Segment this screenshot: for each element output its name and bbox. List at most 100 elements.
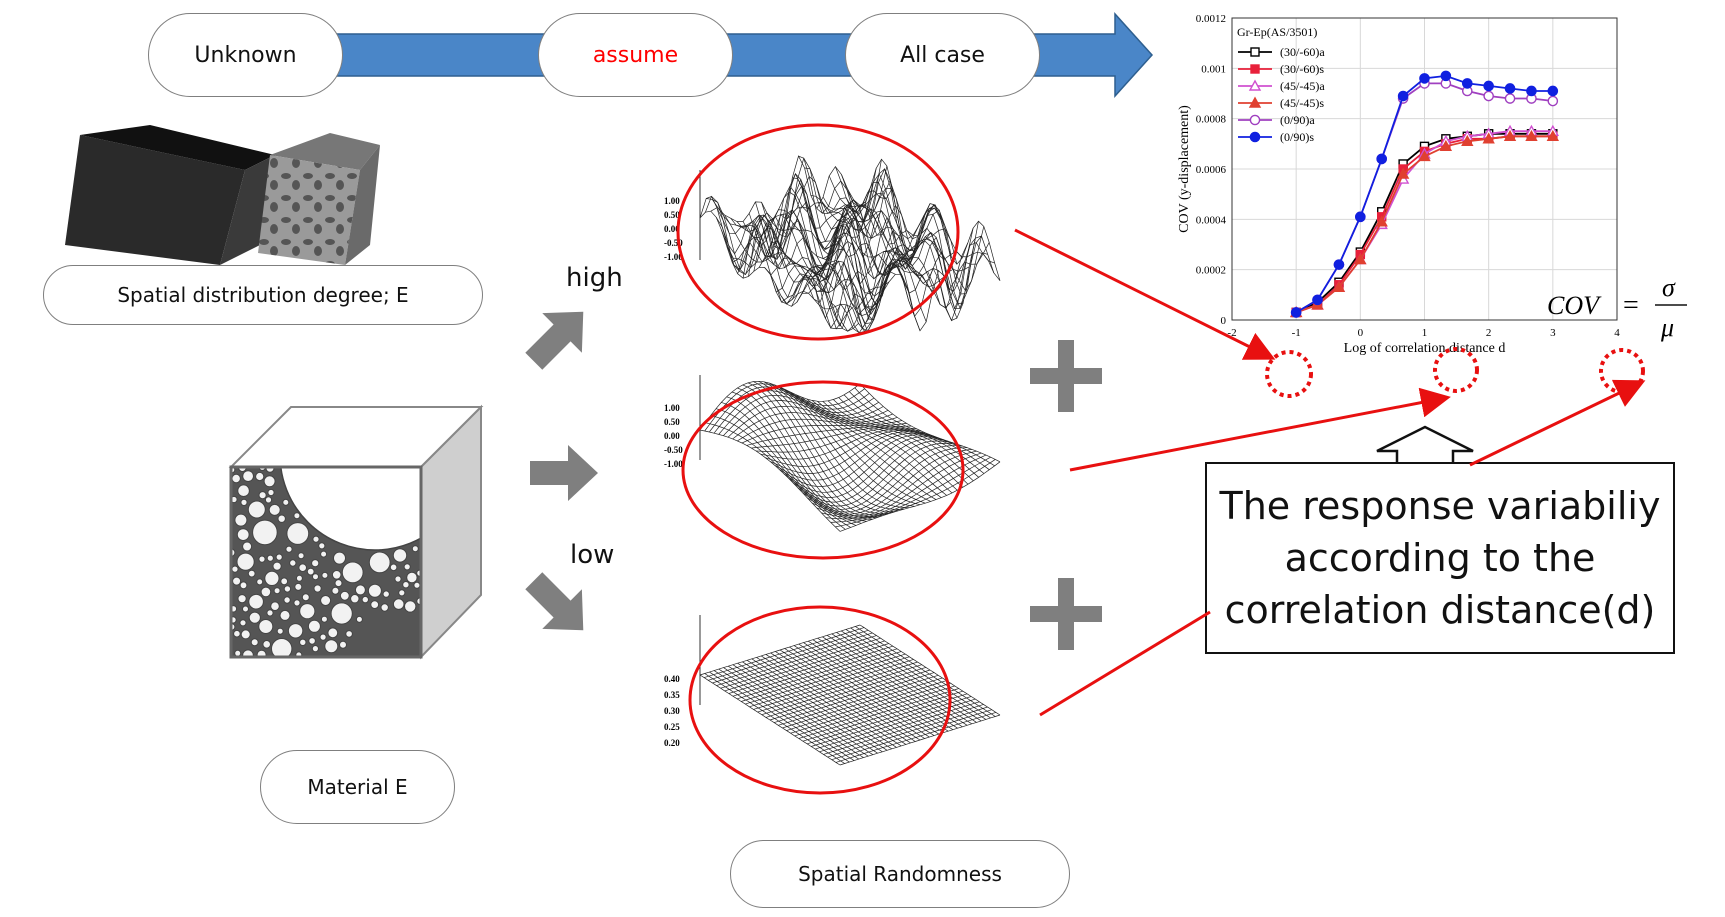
inclusion-circle [355,615,363,623]
svg-text:0.00: 0.00 [664,431,680,441]
inclusion-circle [413,581,421,589]
spatial-distribution-label: Spatial distribution degree; E [117,283,409,307]
inclusion-circle [247,569,256,578]
legend-entry: (30/-60)s [1280,62,1324,76]
inclusion-circle [232,576,242,586]
formula-numerator: σ [1662,273,1676,302]
inclusion-circle [320,595,332,606]
inclusion-circle [306,567,315,576]
data-point [1397,90,1409,102]
inclusion-circle [264,570,280,586]
svg-text:0.50: 0.50 [664,417,680,427]
data-point [1332,280,1346,292]
data-point [1418,149,1431,162]
y-tick-label: 0 [1221,315,1227,327]
inclusion-circle [334,579,343,588]
arrow-down-right-icon [525,572,584,631]
inclusion-circle [242,470,255,482]
x-tick-label: 4 [1614,327,1620,339]
inclusion-circle [270,601,280,611]
inclusion-circle [301,593,310,602]
ellipse-low [688,605,952,795]
large-void [280,467,421,551]
data-point [1396,167,1410,179]
surface-medium-ticks: 1.00 0.50 0.00 -0.50 -1.00 [664,403,683,469]
y-tick-label: 0.0006 [1196,164,1227,176]
x-axis-label: Log of correlation distance d [1344,341,1506,356]
inclusion-circle [394,575,402,583]
inclusion-circle [313,584,322,593]
inclusion-circle [380,603,389,612]
inclusion-circle [287,623,304,639]
spatial-distribution-pill: Spatial distribution degree; E [43,265,483,325]
inclusion-circle [345,630,353,638]
plus-icon-2 [1030,578,1102,650]
inclusion-circle [354,584,366,596]
data-point [1482,132,1495,144]
data-point [1504,83,1516,94]
data-point [1250,47,1260,57]
assume-pill: assume [538,13,733,97]
inclusion-circle [367,583,382,598]
surface-medium: 1.00 0.50 0.00 -0.50 -1.00 [664,375,1001,560]
inclusion-circle [256,578,264,586]
response-callout: The response variabiliy according to the… [1205,462,1675,654]
svg-text:-0.50: -0.50 [664,445,683,455]
inclusion-circle [320,615,328,623]
svg-text:0.50: 0.50 [664,210,680,220]
ellipse-high [676,123,960,341]
inclusion-circle [271,638,293,657]
inclusion-circle [298,563,307,572]
allcase-pill: All case [845,13,1040,97]
spatial-randomness-label: Spatial Randomness [798,862,1002,886]
inclusion-circle [272,561,282,571]
y-tick-label: 0.0004 [1196,214,1227,226]
y-tick-label: 0.0012 [1196,13,1226,25]
inclusion-circle [275,553,283,561]
inclusion-circle [239,619,247,627]
x-tick-label: -1 [1292,327,1301,339]
inclusion-circle [330,602,353,625]
x-tick-label: 2 [1486,327,1492,339]
inclusion-circle [341,561,364,584]
data-point [1483,90,1494,102]
inclusion-circle [279,609,291,621]
data-point [1376,153,1388,165]
inclusion-circle [237,594,247,604]
inclusion-circle [402,581,410,589]
material-pill: Material E [260,750,455,824]
svg-text:0.20: 0.20 [664,738,680,748]
data-point [1440,70,1452,82]
inclusion-circle [398,589,406,597]
arrow-up-right-icon [525,311,584,370]
svg-text:1.00: 1.00 [664,196,680,206]
legend-entry: (45/-45)s [1280,96,1324,110]
formula-denominator: μ [1660,313,1674,342]
inclusion-circle [411,545,419,553]
inclusion-circle [262,640,272,649]
inclusion-circle [404,600,417,613]
svg-text:0.40: 0.40 [664,674,680,684]
inclusion-circle [264,496,273,504]
data-point [1483,80,1494,92]
data-point [1312,294,1323,306]
data-point [1333,259,1345,270]
y-tick-label: 0.0002 [1196,265,1226,277]
x-tick-label: 3 [1550,327,1556,339]
data-point [1249,131,1261,143]
inclusion-circle [370,600,380,610]
inclusion-circle [333,551,346,565]
inclusion-circle [286,522,310,545]
allcase-label: All case [900,42,985,68]
inclusion-circle [311,645,320,653]
inclusion-circle [308,637,316,645]
low-label: low [570,540,615,570]
inclusion-circle [293,512,301,520]
inclusion-circle [307,619,321,633]
chart-legend: Gr-Ep(AS/3501)(30/-60)a(30/-60)s(45/-45)… [1237,25,1325,144]
inclusion-circle [319,633,327,641]
x-tick-label: 1 [1422,327,1428,339]
arrow-right-icon [530,445,598,501]
inclusion-circle [260,586,272,598]
